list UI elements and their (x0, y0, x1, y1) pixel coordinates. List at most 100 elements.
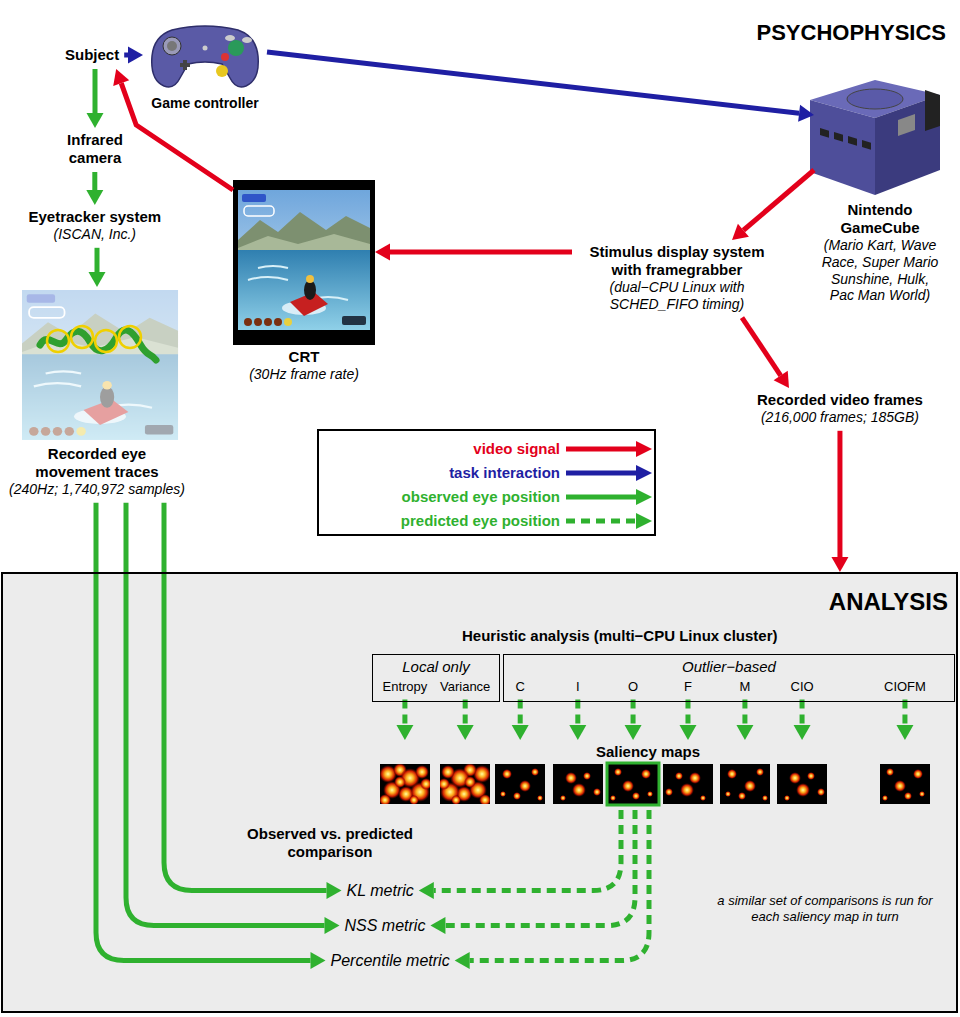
predicted-arrow (679, 700, 696, 740)
node-text: KL metric (347, 881, 414, 900)
node-text: Variance (440, 679, 490, 695)
arrow-line (575, 700, 580, 725)
arrow-line (463, 700, 468, 725)
node-text: Infrared camera (56, 131, 134, 167)
picture-space (146, 23, 264, 95)
node-text: Outlier−based (507, 658, 951, 676)
arrow-line (267, 52, 799, 113)
arrow-head (430, 917, 445, 934)
algorithm-label: I (573, 676, 583, 698)
predicted-arrow (569, 700, 586, 740)
arrow-head (375, 244, 390, 261)
predicted-arrow (625, 700, 642, 740)
task-arrow (124, 47, 143, 64)
eye-position-arrow (126, 503, 340, 934)
predicted-arrow (896, 700, 913, 740)
arrow-head (419, 882, 434, 899)
node-text: (216,000 frames; 185GB) (757, 409, 923, 426)
arrow-head (896, 725, 913, 740)
section-heading: PSYCHOPHYSICS (700, 20, 946, 46)
arrow-line (445, 810, 635, 926)
node-text: Entropy (383, 679, 428, 695)
arrow-line (390, 250, 572, 255)
arrow-line (742, 700, 747, 725)
node-text: Percentile metric (331, 951, 450, 970)
arrow-head (732, 224, 749, 240)
node-text: Recorded eye movement traces (22, 445, 172, 481)
arrow-head (87, 113, 104, 128)
arrow-head (455, 952, 470, 969)
group-box: Outlier−basedCIOFMCIOCIOFM (503, 654, 955, 702)
node-text: (Mario Kart, Wave Race, Super Mario Suns… (817, 237, 943, 304)
subject-label: Subject (62, 43, 122, 67)
arrow-head (679, 725, 696, 740)
node-text: Saliency maps (366, 743, 930, 761)
arrow-line (95, 248, 100, 272)
picture-space (236, 183, 372, 348)
arrow-line (743, 170, 814, 230)
arrow-head (325, 917, 340, 934)
arrow-head (774, 371, 789, 388)
arrow-line (800, 700, 805, 725)
predicted-arrow (736, 700, 753, 740)
node-text: Local only (376, 658, 496, 676)
node-text: Eyetracker system (29, 208, 162, 226)
controller-icon (152, 26, 259, 87)
eye-trace-node: Recorded eye movement traces(240Hz; 1,74… (3, 287, 191, 501)
node-text: (ISCAN, Inc.) (29, 226, 162, 243)
node-text: CRT (236, 348, 372, 366)
node-text: Nintendo GameCube (817, 201, 943, 237)
arrow-head (736, 725, 753, 740)
video-signal-arrow (742, 318, 789, 388)
eye-trace-picture (22, 290, 178, 440)
node-text: (dual−CPU Linux with SCHED_FIFO timing) (595, 279, 760, 313)
display-system-node: Stimulus display system with framegrabbe… (572, 240, 782, 316)
metric-label: KL metric (344, 878, 417, 903)
node-text: Stimulus display system with framegrabbe… (582, 243, 772, 279)
picture-space (817, 73, 943, 201)
arrow-line (402, 700, 407, 725)
arrow-line (837, 431, 842, 557)
legend-frame (318, 430, 655, 535)
arrow-head (86, 190, 103, 205)
arrow-head (396, 725, 413, 740)
arrow-line (470, 810, 649, 961)
arrow-line (518, 700, 523, 725)
legend-text: task interaction (330, 464, 560, 482)
legend-text: observed eye position (330, 488, 560, 506)
node-text: CIOFM (884, 679, 926, 695)
predicted-arrow (430, 810, 635, 934)
arrow-head (113, 69, 129, 86)
algorithm-label: F (681, 676, 695, 698)
predicted-arrow (455, 810, 649, 969)
arrow-line (685, 700, 690, 725)
arrow-head (569, 725, 586, 740)
saliency-map-images (379, 763, 930, 806)
metric-label: Percentile metric (328, 948, 453, 973)
video-signal-arrow (375, 244, 572, 261)
legend-text: video signal (330, 440, 560, 458)
monitor-node: CRT(30Hz frame rate) (233, 180, 375, 386)
legend-text: predicted eye position (330, 512, 560, 530)
arrow-head (327, 882, 342, 899)
camera-node: Infrared camera (53, 128, 137, 170)
crt-screen (233, 180, 375, 345)
node-text: Game controller (146, 95, 264, 112)
algorithm-label: M (737, 676, 754, 698)
node-text: Subject (65, 46, 119, 64)
arrow-line (93, 69, 98, 113)
algorithm-label: O (625, 676, 641, 698)
saliency-maps-node: Saliency maps (363, 740, 933, 808)
console-node: Nintendo GameCube(Mario Kart, Wave Race,… (814, 70, 946, 307)
node-text: (30Hz frame rate) (236, 366, 372, 383)
picture-space (6, 290, 188, 445)
console-icon (810, 80, 940, 195)
node-text: Observed vs. predicted comparison (233, 825, 427, 861)
arrow-head (457, 725, 474, 740)
predicted-arrow (396, 700, 413, 740)
arrow-head (625, 725, 642, 740)
video-signal-arrow (831, 431, 848, 572)
arrow-line (92, 172, 97, 190)
